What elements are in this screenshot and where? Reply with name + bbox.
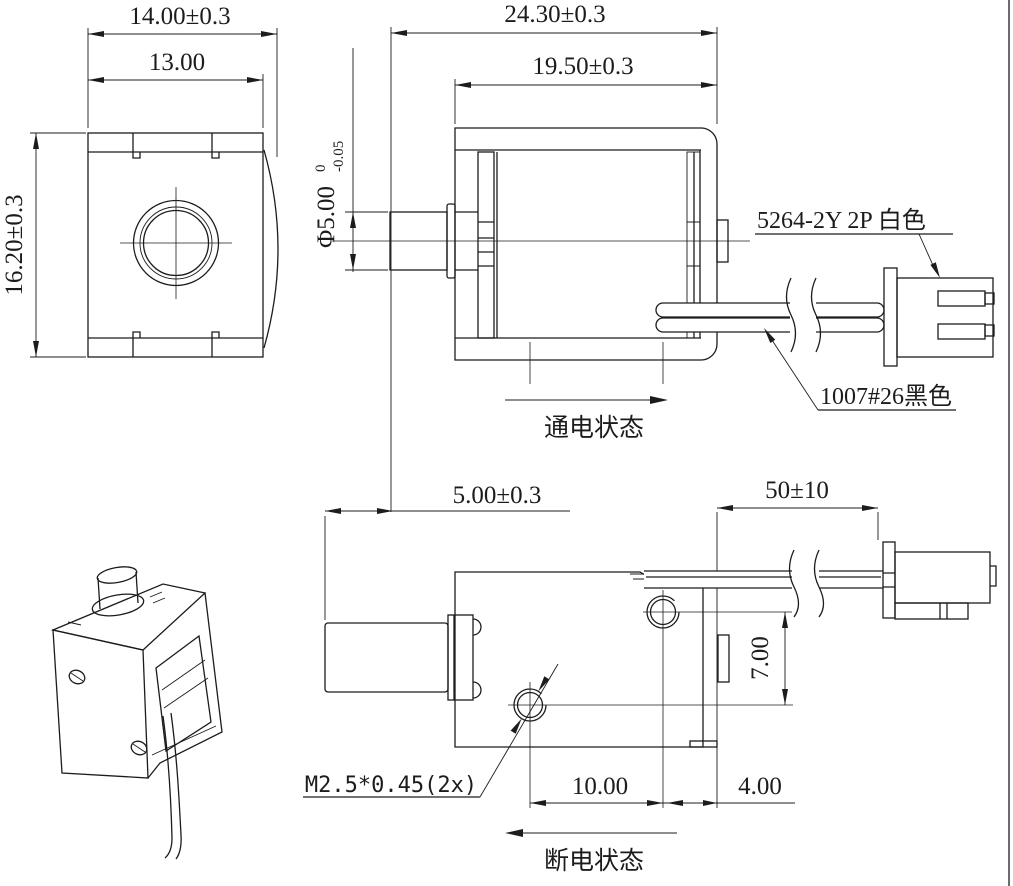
svg-text:16.20±0.3: 16.20±0.3 xyxy=(1,194,28,295)
dim-front-overall-width: 14.00±0.3 xyxy=(87,3,278,157)
svg-text:0: 0 xyxy=(313,165,329,173)
dim-hole-spacing: 10.00 xyxy=(530,773,663,806)
svg-text:19.50±0.3: 19.50±0.3 xyxy=(532,53,633,80)
connector-front-view xyxy=(883,267,995,367)
svg-text:10.00: 10.00 xyxy=(572,773,628,800)
lead-wire-side-view xyxy=(644,549,883,618)
mounting-hole-lower xyxy=(508,682,793,808)
break-line-icon xyxy=(785,277,797,353)
connector-leader: 5264-2Y 2P 白色 xyxy=(755,207,953,278)
svg-text:5.00±0.3: 5.00±0.3 xyxy=(453,482,542,509)
deenergized-state: 断电状态 xyxy=(505,829,677,875)
dim-hole-edge-distance: 4.00 xyxy=(663,773,795,806)
wire-label: 1007#26黑色 xyxy=(820,383,952,410)
svg-text:7.00: 7.00 xyxy=(747,636,774,680)
dim-stroke: 5.00±0.3 xyxy=(324,482,570,620)
svg-text:13.00: 13.00 xyxy=(149,49,205,76)
energized-state: 通电状态 xyxy=(505,396,668,442)
dim-front-height: 16.20±0.3 xyxy=(1,132,86,358)
side-view-energized: 24.30±0.3 19.50±0.3 Φ5.00 0 -0.05 5264-2… xyxy=(313,1,995,512)
right-arrow-icon xyxy=(650,396,668,404)
lead-wires-top-view xyxy=(655,277,885,353)
left-arrow-icon xyxy=(505,829,523,837)
break-line-icon xyxy=(788,549,800,618)
svg-text:24.30±0.3: 24.30±0.3 xyxy=(504,1,605,28)
dim-hole-vertical-offset: 7.00 xyxy=(747,612,788,705)
front-view: 14.00±0.3 13.00 16.20±0.3 xyxy=(1,3,279,358)
svg-text:4.00: 4.00 xyxy=(738,773,782,800)
dim-body-length: 19.50±0.3 xyxy=(454,53,717,124)
deenergized-state-label: 断电状态 xyxy=(544,847,644,875)
svg-text:-0.05: -0.05 xyxy=(331,141,347,172)
connector-label: 5264-2Y 2P 白色 xyxy=(757,207,926,234)
wire-leader: 1007#26黑色 xyxy=(764,328,956,411)
connector-side-view xyxy=(882,541,997,620)
dim-overall-length: 24.30±0.3 xyxy=(390,1,718,512)
svg-text:50±10: 50±10 xyxy=(765,477,829,504)
break-line-icon xyxy=(813,549,825,618)
svg-text:Φ5.00: Φ5.00 xyxy=(313,186,340,248)
svg-text:14.00±0.3: 14.00±0.3 xyxy=(129,3,230,30)
mounting-hole-upper xyxy=(643,590,795,808)
break-line-icon xyxy=(810,277,822,353)
thread-callout: M2.5*0.45(2x) xyxy=(303,663,559,798)
isometric-view xyxy=(50,566,223,860)
thread-label: M2.5*0.45(2x) xyxy=(305,773,477,798)
dim-shaft-diameter: Φ5.00 0 -0.05 xyxy=(313,48,388,272)
side-view-deenergized: 5.00±0.3 50±10 7.00 10.00 xyxy=(303,477,997,875)
dim-lead-length: 50±10 xyxy=(717,477,879,540)
energized-state-label: 通电状态 xyxy=(544,414,644,442)
dim-front-body-width: 13.00 xyxy=(88,49,264,128)
